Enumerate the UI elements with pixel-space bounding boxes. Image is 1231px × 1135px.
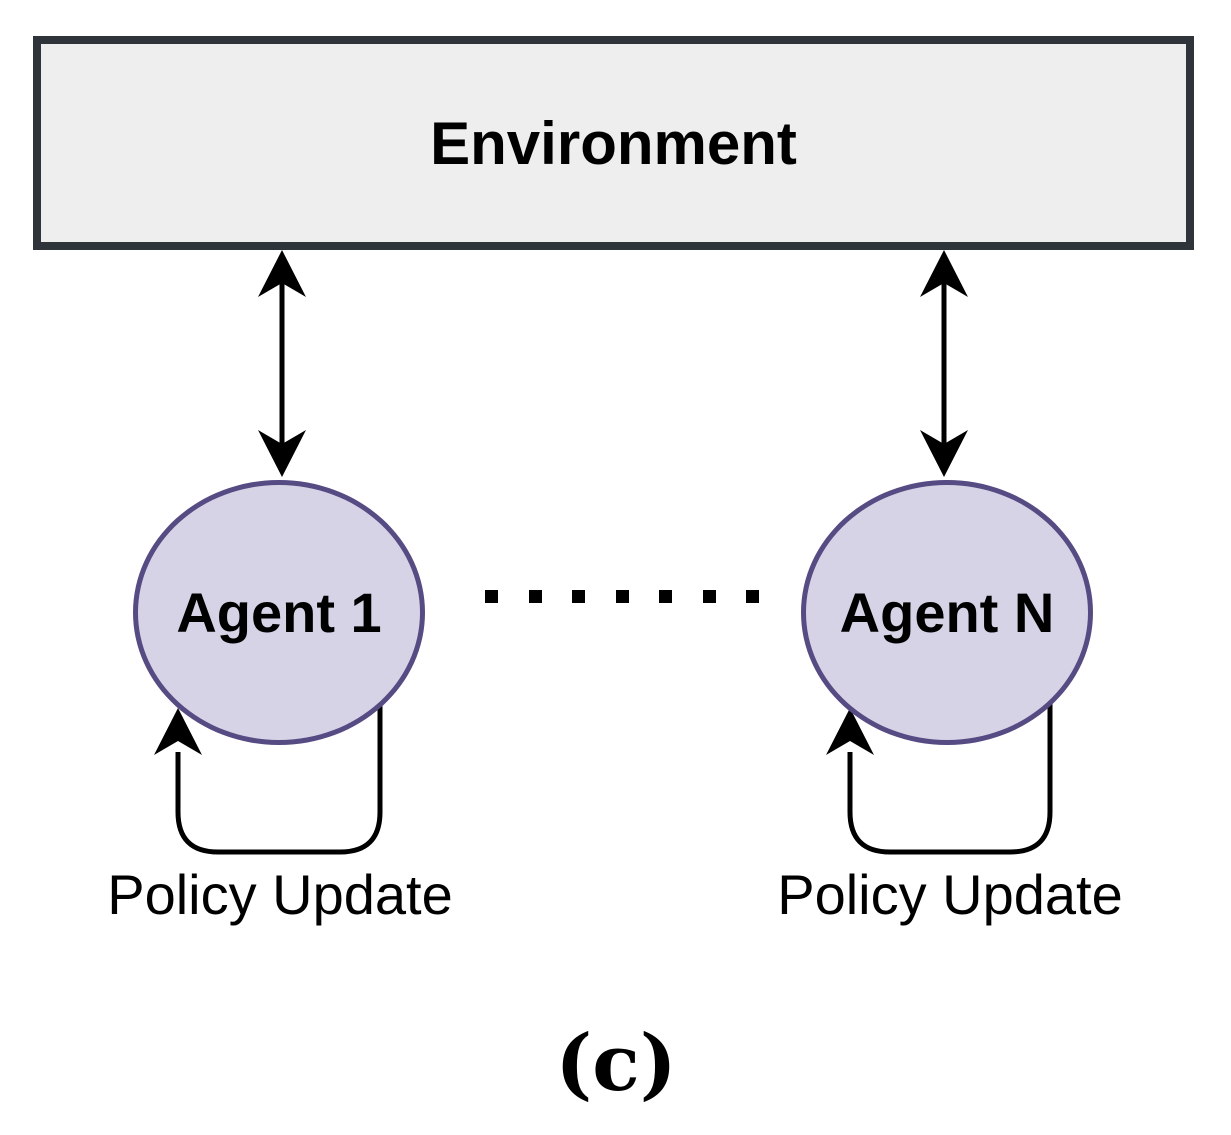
agent1-policy-loop <box>154 700 383 855</box>
agentN-policy-update-label: Policy Update <box>777 863 1123 926</box>
arrowhead-down-icon <box>258 430 306 477</box>
agentN-policy-loop <box>826 700 1053 855</box>
environment-box: Environment <box>33 36 1194 250</box>
environment-label: Environment <box>430 109 797 177</box>
dot <box>702 589 716 603</box>
arrowhead-down-icon <box>920 430 968 477</box>
dot <box>528 589 542 603</box>
loop-arrowhead-icon <box>826 708 874 755</box>
loop-arrowhead-icon <box>154 708 202 755</box>
agentN-circle: Agent N <box>801 480 1093 745</box>
arrowhead-up-icon <box>258 250 306 297</box>
dot <box>746 589 759 603</box>
figure-caption: (c) <box>555 1018 677 1109</box>
env-agentN-arrow <box>920 250 968 477</box>
dot <box>615 589 629 603</box>
env-agent1-arrow <box>258 250 306 477</box>
ellipsis-dots <box>485 589 759 603</box>
dot <box>485 589 498 603</box>
agent1-label: Agent 1 <box>176 581 382 644</box>
arrowhead-up-icon <box>920 250 968 297</box>
agent1-circle: Agent 1 <box>133 480 425 745</box>
dot <box>659 589 672 603</box>
agentN-label: Agent N <box>839 581 1055 644</box>
dot <box>572 589 585 603</box>
agent1-policy-update-label: Policy Update <box>107 863 453 926</box>
